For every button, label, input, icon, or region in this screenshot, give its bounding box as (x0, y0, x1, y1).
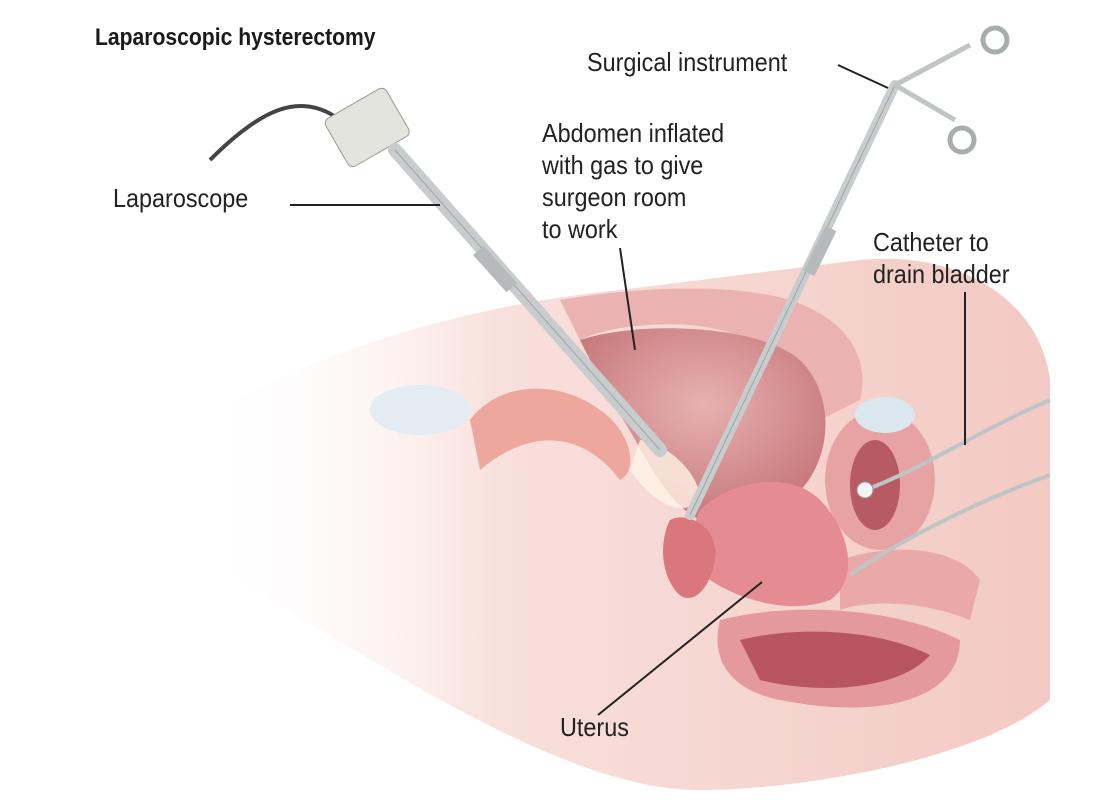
instrument-handle-ring (980, 25, 1010, 55)
uterus (693, 481, 849, 607)
laparoscope-camera (324, 87, 410, 168)
label-surgical-instrument: Surgical instrument (587, 47, 788, 77)
diagram-title: Laparoscopic hysterectomy (95, 24, 376, 51)
label-catheter-line: Catheter to (873, 227, 989, 257)
label-abdomen-line: to work (542, 214, 618, 244)
label-abdomen-line: surgeon room (542, 182, 687, 212)
vagina-wall (840, 549, 980, 620)
label-abdomen-line: Abdomen inflated (542, 118, 725, 148)
label-laparoscope: Laparoscope (113, 183, 249, 213)
label-catheter: Catheter to drain bladder (873, 226, 1010, 290)
uterine-manipulator (848, 473, 1051, 577)
label-abdomen: Abdomen inflated with gas to give surgeo… (542, 117, 724, 245)
label-abdomen-line: with gas to give (542, 150, 704, 180)
fallopian-tube (470, 388, 631, 480)
label-uterus: Uterus (560, 712, 629, 742)
abdominal-cavity (580, 328, 826, 520)
label-catheter-line: drain bladder (873, 259, 1010, 289)
catheter (864, 398, 1051, 492)
leader-lines (290, 64, 966, 716)
